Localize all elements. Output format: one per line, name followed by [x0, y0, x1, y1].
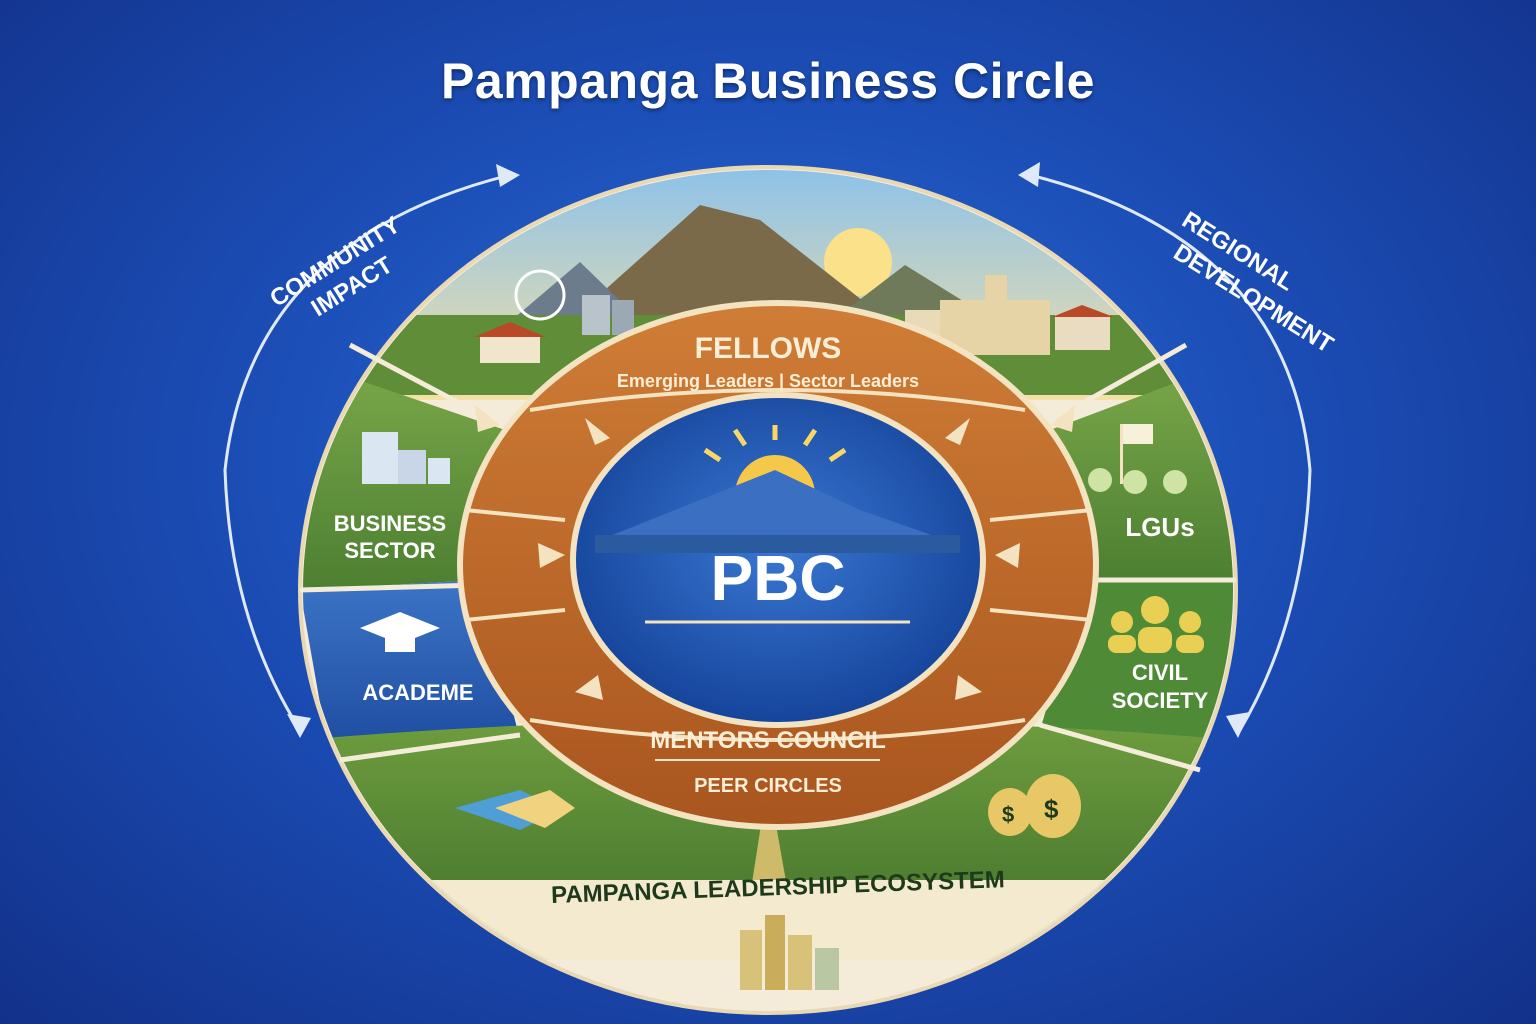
- divider-bottom-right: [1039, 722, 1201, 773]
- segment-academe: [303, 580, 520, 760]
- divider-bottom-left: [339, 732, 521, 763]
- sector-label: SECTOR: [344, 538, 435, 563]
- arrowhead-bottom-left: [287, 714, 311, 738]
- ring-arrow-outer-right: [1050, 405, 1075, 432]
- academe-label: ACADEME: [362, 680, 473, 705]
- ferris-wheel-icon: [514, 269, 566, 321]
- graduation-cap-icon: [360, 612, 440, 652]
- fellows-subtitle: Emerging Leaders | Sector Leaders: [617, 371, 919, 391]
- page-title: Pampanga Business Circle: [441, 53, 1095, 109]
- arrow-left-arc: [223, 173, 511, 731]
- arrowhead-top-left: [496, 164, 520, 187]
- business-label: BUSINESS: [334, 511, 446, 536]
- arrowhead-bottom-right: [1226, 712, 1250, 738]
- society-label: SOCIETY: [1112, 688, 1209, 713]
- mentors-council-label: MENTORS COUNCIL: [650, 727, 886, 754]
- inner-ring-dividers: [464, 388, 1093, 742]
- center-sun-rays: [703, 425, 847, 463]
- ring-arrow-top-right: [945, 418, 970, 445]
- house-icon: [480, 335, 540, 363]
- city-skyline-icon-3: [788, 935, 812, 990]
- segment-lgus: [1050, 360, 1233, 580]
- center-mountain-icon: [600, 470, 960, 545]
- cycle-arrows: [223, 173, 1312, 731]
- regional-development-label: REGIONAL DEVELOPMENT: [1169, 206, 1339, 358]
- ring-divider-right-1: [989, 508, 1093, 522]
- peer-circles-label: PEER CIRCLES: [694, 775, 842, 797]
- community-impact-label: COMMUNITY IMPACT: [265, 211, 405, 322]
- people-group-icon: [1108, 596, 1204, 653]
- arrowhead-top-right: [1018, 162, 1040, 187]
- flag-icon: [1088, 424, 1187, 494]
- ring-divider-right-2: [989, 608, 1093, 622]
- fellows-title: FELLOWS: [695, 332, 842, 365]
- lgus-label: LGUs: [1125, 512, 1194, 542]
- ring-divider-top: [529, 388, 1026, 412]
- ring-arrow-outer-left: [475, 405, 500, 432]
- civil-label: CIVIL: [1132, 660, 1188, 685]
- church-tower-icon: [985, 275, 1007, 315]
- divider-left-mid: [299, 582, 481, 593]
- mountain-main: [560, 205, 900, 330]
- office-building-icon: [362, 432, 450, 484]
- ring-arrow-bottom-right: [955, 675, 982, 700]
- arrowheads: [287, 162, 1250, 738]
- divider-top-right: [1033, 342, 1188, 433]
- arrow-right-arc: [1029, 173, 1312, 731]
- inner-arrows: [475, 405, 1075, 700]
- ring-divider-left-2: [464, 608, 566, 622]
- pbc-center-label: PBC: [710, 542, 845, 614]
- ring-divider-left-1: [464, 508, 566, 522]
- ring-divider-bottom: [529, 718, 1026, 742]
- city-skyline-icon-2: [765, 915, 785, 990]
- svg-text:$: $: [1044, 794, 1059, 824]
- center-disc: [570, 392, 986, 728]
- city-skyline-icon: [740, 930, 762, 990]
- tower-building-icon: [582, 295, 610, 335]
- city-skyline-icon-4: [815, 948, 839, 990]
- ring-arrow-left: [538, 543, 565, 568]
- handshake-icon: [455, 790, 575, 830]
- svg-text:$: $: [1002, 802, 1014, 827]
- building-red-roof-icon: [1055, 315, 1110, 350]
- sun: [824, 228, 892, 296]
- tower-building-icon-2: [612, 300, 634, 335]
- ring-arrow-top-left: [585, 418, 610, 445]
- house-roof-icon: [474, 322, 546, 337]
- ring-arrow-bottom-left: [575, 675, 603, 700]
- money-bags-icon: $ $: [988, 774, 1081, 838]
- building-red-roof-top: [1052, 305, 1114, 317]
- center-hills: [595, 535, 960, 553]
- ring-arrow-right: [995, 543, 1020, 568]
